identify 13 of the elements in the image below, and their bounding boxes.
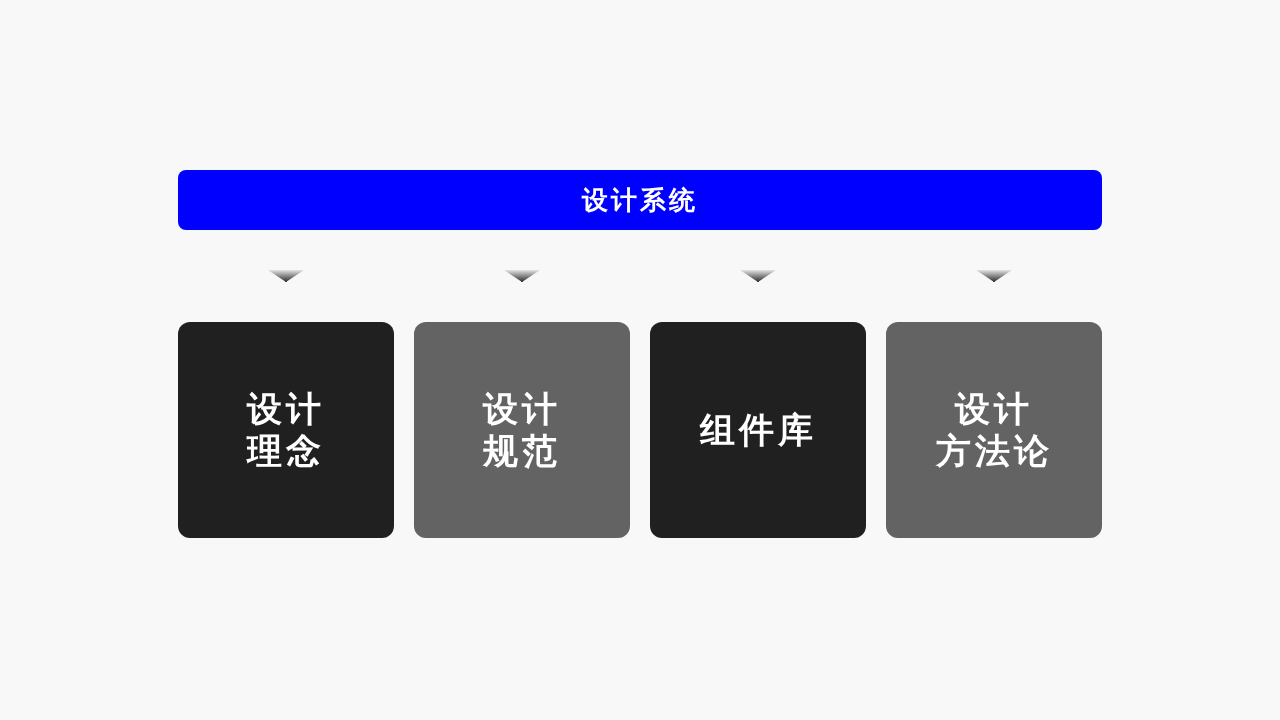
concept-card	[178, 322, 394, 538]
card-label: 设计	[955, 388, 1033, 430]
concept-card	[414, 322, 630, 538]
title-bar	[178, 170, 1102, 230]
concept-card	[650, 322, 866, 538]
card-label: 方法论	[935, 430, 1053, 472]
card-label: 理念	[247, 430, 325, 472]
concept-card	[886, 322, 1102, 538]
title-text: 设计系统	[582, 184, 698, 216]
card-label: 组件库	[699, 409, 817, 451]
card-label: 设计	[483, 388, 561, 430]
card-label: 规范	[483, 430, 561, 472]
card-label: 设计	[247, 388, 325, 430]
